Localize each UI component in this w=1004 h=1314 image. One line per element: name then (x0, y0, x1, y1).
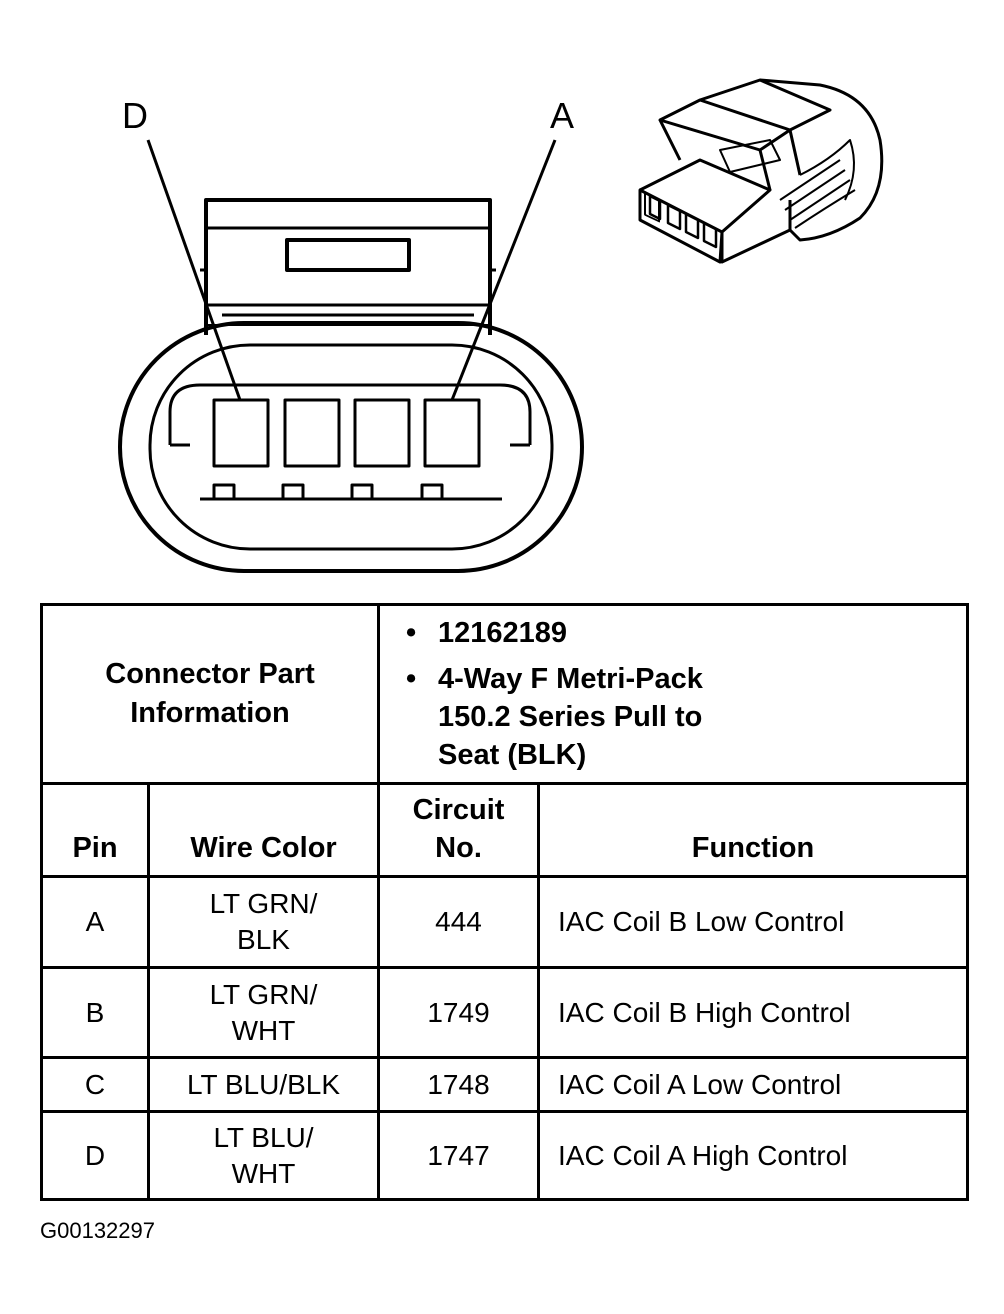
col-header-circuit-line-2: No. (435, 832, 482, 864)
cavity-outline (168, 383, 532, 445)
row-d-pin: D (40, 1110, 150, 1201)
row-d-wire-color: LT BLU/ WHT (146, 1110, 381, 1201)
connector-isometric-illustration (638, 78, 884, 264)
leader-line-a (450, 139, 557, 401)
row-a-circuit: 444 (377, 875, 541, 969)
row-d-wire-color-line-1: LT BLU/ (213, 1121, 314, 1153)
row-c-function: IAC Coil A Low Control (537, 1056, 970, 1113)
col-header-function: Function (537, 782, 970, 878)
part-description-line-3: Seat (BLK) (438, 739, 587, 771)
connector-info-table: Connector Part Information 12162189 4-Wa… (39, 603, 970, 1201)
part-info-label-line-1: Connector Part (105, 658, 315, 690)
row-b-function: IAC Coil B High Control (537, 966, 970, 1059)
part-info-label-line-2: Information (130, 697, 290, 729)
row-c-wire-color-line-1: LT BLU/BLK (186, 1068, 341, 1100)
connector-latch (204, 198, 492, 335)
terminal-b (353, 398, 411, 468)
col-header-pin: Pin (40, 782, 150, 878)
col-header-circuit: Circuit No. (377, 782, 541, 878)
table-row: B LT GRN/ WHT 1749 IAC Coil B High Contr… (40, 966, 970, 1059)
row-d-wire-color-line-2: WHT (231, 1157, 296, 1189)
row-a-pin: A (40, 875, 150, 969)
row-b-wire-color-line-1: LT GRN/ (209, 978, 318, 1010)
row-d-circuit: 1747 (377, 1110, 541, 1201)
part-info-details: 12162189 4-Way F Metri-Pack 150.2 Series… (377, 603, 970, 785)
figure-id: G00132297 (40, 1218, 155, 1243)
pin-label-a: A (550, 95, 574, 136)
part-number-item: 12162189 (406, 614, 966, 652)
row-b-wire-color-line-2: WHT (231, 1014, 296, 1046)
terminal-c (283, 398, 341, 468)
row-a-wire-color-line-2: BLK (237, 924, 290, 955)
row-c-wire-color: LT BLU/BLK (146, 1056, 381, 1113)
part-number: 12162189 (438, 617, 568, 649)
table-row: A LT GRN/ BLK 444 IAC Coil B Low Control (40, 875, 970, 969)
row-d-function: IAC Coil A High Control (537, 1110, 970, 1201)
part-description-line-1: 4-Way F Metri-Pack (438, 663, 703, 695)
connector-face-drawing: D A (118, 78, 884, 573)
connector-inner-shell (148, 343, 554, 551)
leader-line-d (146, 139, 242, 401)
row-a-wire-color: LT GRN/ BLK (146, 875, 381, 969)
col-header-wire-color: Wire Color (146, 782, 381, 878)
column-header-row: Pin Wire Color Circuit No. Function (40, 782, 970, 878)
pin-label-d: D (122, 95, 148, 136)
terminal-d (212, 398, 270, 468)
row-b-circuit: 1749 (377, 966, 541, 1059)
latch-window (285, 238, 411, 272)
table-row: D LT BLU/ WHT 1747 IAC Coil A High Contr… (40, 1110, 970, 1201)
part-info-row: Connector Part Information 12162189 4-Wa… (39, 603, 970, 785)
row-b-wire-color: LT GRN/ WHT (146, 966, 381, 1059)
row-a-wire-color-line-1: LT GRN/ (209, 888, 318, 919)
row-c-pin: C (40, 1056, 150, 1113)
row-b-pin: B (40, 966, 150, 1059)
row-a-function: IAC Coil B Low Control (537, 875, 970, 969)
terminal-a (423, 398, 481, 468)
part-description-line-2: 150.2 Series Pull to (438, 701, 703, 733)
row-c-circuit: 1748 (377, 1056, 541, 1113)
connector-outer-shell (118, 321, 584, 573)
part-info-label: Connector Part Information (39, 603, 381, 785)
part-description-item: 4-Way F Metri-Pack 150.2 Series Pull to … (406, 660, 966, 774)
col-header-circuit-line-1: Circuit (412, 794, 505, 826)
table-row: C LT BLU/BLK 1748 IAC Coil A Low Control (40, 1056, 970, 1113)
